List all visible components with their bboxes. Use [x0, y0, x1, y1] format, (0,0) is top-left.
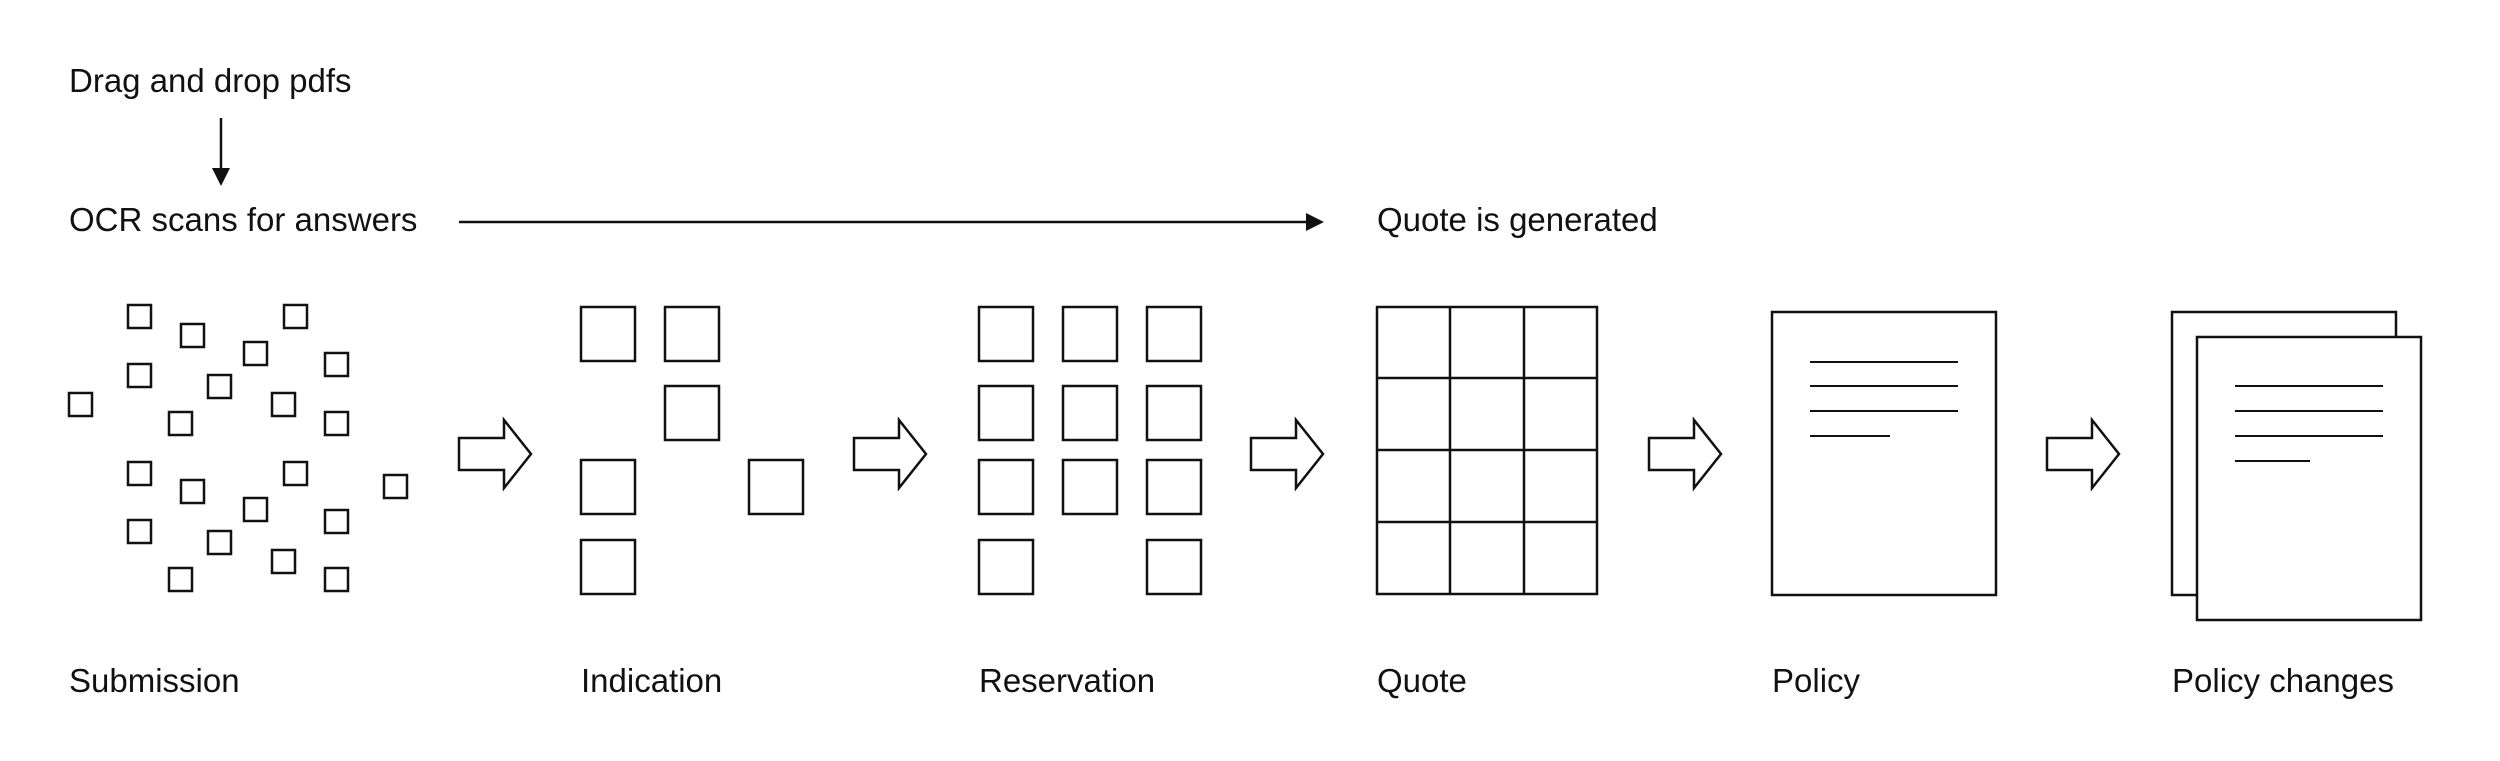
scatter-square — [179, 322, 206, 349]
scatter-square — [323, 410, 350, 437]
grid-square — [747, 458, 805, 516]
grid-square — [579, 538, 637, 596]
scatter-square — [167, 566, 194, 593]
grid-square — [977, 538, 1035, 596]
scatter-square — [179, 478, 206, 505]
stage-label-submission: Submission — [69, 662, 240, 699]
stage-label-policy: Policy — [1772, 662, 1861, 699]
reservation-grid — [977, 305, 1203, 596]
scatter-square — [167, 410, 194, 437]
scatter-square — [242, 496, 269, 523]
grid-square — [977, 458, 1035, 516]
policy-document-icon — [1770, 310, 1998, 597]
scatter-square — [126, 518, 153, 545]
scatter-square — [126, 303, 153, 330]
stage-label-quote: Quote — [1377, 662, 1467, 699]
long-right-arrow — [459, 213, 1324, 231]
stage-label-reservation: Reservation — [979, 662, 1155, 699]
grid-square — [663, 384, 721, 442]
flow-arrow-icon — [457, 416, 533, 492]
grid-square — [1145, 538, 1203, 596]
grid-square — [1061, 384, 1119, 442]
indication-grid — [579, 305, 805, 596]
grid-square — [977, 384, 1035, 442]
stage-label-policy-changes: Policy changes — [2172, 662, 2394, 699]
flow-arrow-icon — [1249, 416, 1325, 492]
scatter-square — [323, 508, 350, 535]
grid-square — [663, 305, 721, 363]
grid-square — [1145, 384, 1203, 442]
grid-square — [579, 305, 637, 363]
drag-drop-label: Drag and drop pdfs — [69, 62, 352, 99]
scatter-square — [270, 548, 297, 575]
flow-arrow-icon — [852, 416, 928, 492]
scatter-square — [67, 391, 94, 418]
quote-generated-label: Quote is generated — [1377, 201, 1658, 238]
down-arrow — [212, 118, 230, 186]
stage-label-indication: Indication — [581, 662, 722, 699]
scatter-square — [206, 529, 233, 556]
scatter-square — [282, 460, 309, 487]
scatter-square — [206, 373, 233, 400]
scatter-square — [323, 566, 350, 593]
grid-square — [1061, 458, 1119, 516]
grid-square — [977, 305, 1035, 363]
grid-square — [1061, 305, 1119, 363]
grid-square — [1145, 305, 1203, 363]
grid-square — [579, 458, 637, 516]
scatter-square — [323, 351, 350, 378]
scatter-square — [382, 473, 409, 500]
grid-square — [1145, 458, 1203, 516]
flow-arrow-icon — [2045, 416, 2121, 492]
flow-arrow-icon — [1647, 416, 1723, 492]
submission-scatter — [67, 303, 409, 593]
scatter-square — [126, 460, 153, 487]
policy-changes-documents-icon — [2170, 310, 2423, 622]
scatter-square — [126, 362, 153, 389]
quote-table — [1375, 305, 1599, 596]
scatter-square — [270, 391, 297, 418]
scatter-square — [242, 340, 269, 367]
scatter-square — [282, 303, 309, 330]
ocr-scans-label: OCR scans for answers — [69, 201, 417, 238]
